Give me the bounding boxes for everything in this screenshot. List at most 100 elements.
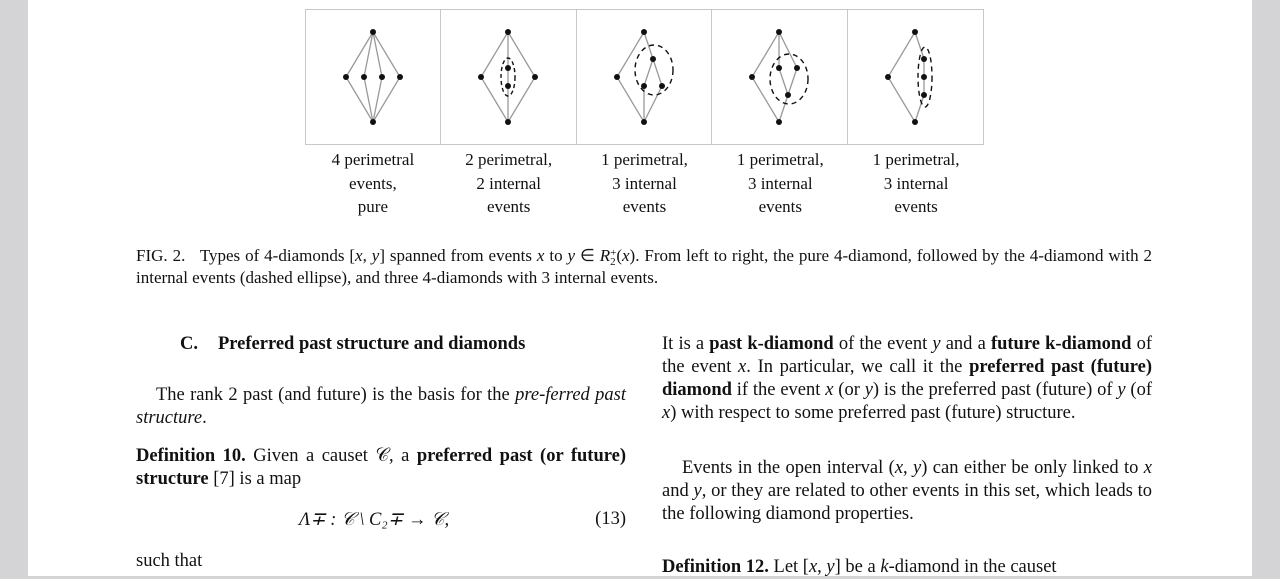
caption-text: ). From left to right, the pure 4-diamon… <box>136 246 1153 287</box>
text: ) can either be only linked to <box>921 458 1144 478</box>
text: (or <box>833 380 865 400</box>
definition-label: Definition 10. <box>136 446 246 466</box>
label-line: events <box>486 197 531 216</box>
math-y: y <box>371 246 380 265</box>
figure-2 <box>305 9 984 145</box>
diamond-diagram-3-internal-b <box>749 29 809 125</box>
such-that-text: such that <box>136 551 203 571</box>
math-y: y <box>693 481 702 501</box>
bold-term: preferred past (future) diamond <box>662 357 1152 400</box>
math-x: x <box>738 357 747 377</box>
text: and a <box>940 334 991 354</box>
panel-2-internal <box>441 10 577 144</box>
caption-text: ] spanned from events <box>379 246 537 265</box>
math-x: x <box>662 403 671 423</box>
math-sup: + <box>610 247 617 259</box>
right-paragraph-2: Events in the open interval (x, y) can e… <box>662 458 1153 524</box>
panel-label: 4 perimetral events, pure <box>305 148 441 219</box>
panel-label: 2 perimetral, 2 internal events <box>441 148 577 219</box>
left-paragraph-1: The rank 2 past (and future) is the basi… <box>136 384 626 430</box>
text: (of <box>1125 380 1152 400</box>
label-line: 1 perimetral, <box>872 150 960 169</box>
causet-symbol: 𝒞 <box>375 446 389 466</box>
section-heading: C. Preferred past structure and diamonds <box>180 334 525 355</box>
label-line: 3 internal <box>883 173 949 193</box>
panel-label: 1 perimetral, 3 internal events <box>577 148 713 219</box>
caption-text: , <box>362 246 372 265</box>
bold-term: future k-diamond <box>990 334 1132 354</box>
section-number: C. <box>180 334 198 354</box>
text: It is a <box>662 334 710 354</box>
caption-text: ( <box>616 246 622 265</box>
math-x: x <box>825 380 834 400</box>
text: The rank 2 past (and future) is the basi… <box>156 385 516 405</box>
math-y: y <box>826 557 835 577</box>
math-x: x <box>1143 458 1153 478</box>
panel-pure-4-diamond <box>306 10 442 144</box>
math-y: y <box>932 334 941 354</box>
caption-label: FIG. 2. <box>136 246 186 265</box>
text: . <box>202 408 207 428</box>
math-y: y <box>1117 380 1126 400</box>
diamond-diagram-3-internal-c <box>884 29 933 125</box>
text: if the event <box>731 380 826 400</box>
diamond-diagram-3-internal-a <box>613 29 674 125</box>
text: , or they are related to other events in… <box>662 481 1152 524</box>
caption-text: to <box>544 246 568 265</box>
math-x: x <box>536 246 545 265</box>
math-y: y <box>864 380 873 400</box>
equation-number: (13) <box>595 509 626 529</box>
diamond-diagram-pure <box>343 29 403 125</box>
text: Let [ <box>768 557 809 577</box>
label-line: 3 internal <box>612 173 677 193</box>
panel-label: 1 perimetral, 3 internal events <box>712 148 848 219</box>
text: and <box>662 481 694 501</box>
label-line: 1 perimetral, <box>736 150 824 169</box>
math-x: x <box>894 458 904 478</box>
equation-expression: Λ∓ : 𝒞 \ C₂∓ → 𝒞, <box>299 510 450 530</box>
label-line: 2 perimetral, <box>465 150 553 169</box>
text: [7] is a map <box>208 469 302 489</box>
text: -diamond in the causet <box>888 557 1057 577</box>
text: Events in the open interval ( <box>682 458 895 478</box>
text: of the event <box>833 334 933 354</box>
label-line: pure <box>357 197 388 216</box>
caption-text: Types of 4-diamonds [ <box>199 246 356 265</box>
text: ] be a <box>834 557 881 577</box>
definition-12: Definition 12. Let [x, y] be a k-diamond… <box>662 557 1057 577</box>
caption-text: ∈ <box>575 246 600 265</box>
label-line: 1 perimetral, <box>601 150 688 169</box>
math-y: y <box>567 246 576 265</box>
section-title: Preferred past structure and diamonds <box>218 334 526 354</box>
italic-term: pre-ferred past structure <box>136 385 626 428</box>
paper-page: 4 perimetral events, pure 2 perimetral, … <box>28 0 1252 577</box>
panel-3-internal-b <box>712 10 848 144</box>
diamond-diagram-2-internal <box>478 29 539 125</box>
panel-3-internal-a <box>577 10 713 144</box>
text: , a <box>388 446 417 466</box>
label-line: 4 perimetral <box>331 150 415 169</box>
text: Given a causet <box>245 446 376 466</box>
math-sub: 2 <box>610 256 616 268</box>
math-y: y <box>913 458 922 478</box>
text: ) with respect to some preferred past (f… <box>670 403 1076 423</box>
text: ) is the preferred past (future) of <box>872 380 1118 400</box>
panel-3-internal-c <box>848 10 983 144</box>
bold-term: past k-diamond <box>709 334 834 354</box>
text: of the event <box>662 334 1152 377</box>
figure-panel-labels: 4 perimetral events, pure 2 perimetral, … <box>305 148 984 219</box>
math-R: R <box>599 246 611 265</box>
label-line: events <box>622 197 667 216</box>
label-line: events <box>758 197 802 216</box>
math-x: x <box>355 246 363 265</box>
panel-label: 1 perimetral, 3 internal events <box>848 148 984 219</box>
math-x: x <box>808 557 818 577</box>
label-line: events <box>894 197 938 216</box>
text: . In particular, we call it the <box>746 357 970 377</box>
definition-10: Definition 10. Given a causet 𝒞, a prefe… <box>136 445 626 491</box>
label-line: 3 internal <box>747 173 813 193</box>
bold-term: preferred past (or future) structure <box>136 446 627 489</box>
figure-caption: FIG. 2. Types of 4-diamonds [x, y] spann… <box>136 245 1152 289</box>
math-x: x <box>622 246 630 265</box>
label-line: 2 internal <box>476 173 542 193</box>
